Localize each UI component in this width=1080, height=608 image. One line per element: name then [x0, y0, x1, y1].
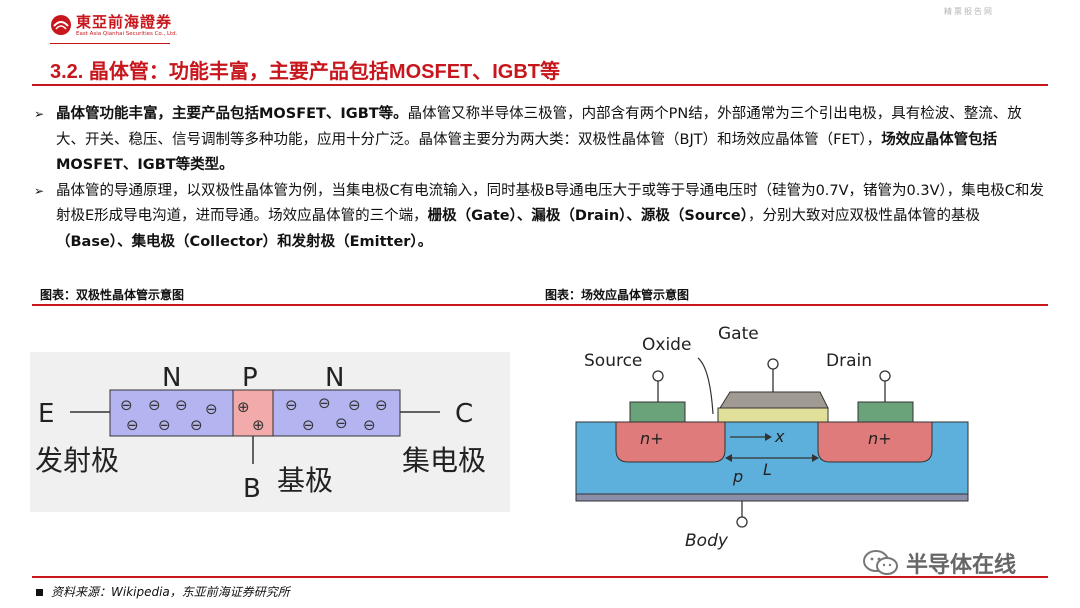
source-text: 资料来源：Wikipedia，东亚前海证券研究所	[51, 585, 290, 599]
electron-icon: ⊖	[363, 416, 376, 434]
bullet-2-base: （Base）	[56, 233, 118, 250]
bullet-item-2: ➢ 晶体管的导通原理，以双极性晶体管为例，当集电极C有电流输入，同时基极B导通电…	[34, 179, 1044, 256]
footer-divider	[32, 576, 1048, 578]
bullet-list: ➢ 晶体管功能丰富，主要产品包括MOSFET、IGBT等。晶体管又称半导体三极管…	[34, 102, 1044, 255]
bjt-label-n-left: N	[162, 363, 181, 393]
bjt-n-region-left	[109, 389, 234, 437]
bullet-2-source: 源极（Source）	[640, 208, 748, 224]
fet-drain-n-region	[817, 421, 933, 463]
bjt-label-n-right: N	[325, 363, 344, 393]
bullet-2-collector: 集电极（Collector）	[131, 233, 278, 250]
fet-l-arrowhead-right-icon	[812, 454, 819, 462]
electron-icon: ⊖	[302, 416, 315, 434]
bjt-label-c: C	[455, 399, 473, 429]
fet-body-contact-layer	[575, 493, 969, 502]
fet-label-body: Body	[685, 531, 729, 551]
bjt-label-emitter-cn: 发射极	[35, 444, 119, 477]
fet-l-arrowhead-left-icon	[725, 454, 732, 462]
bullet-2-sep3: 、	[117, 233, 132, 250]
square-bullet-icon	[36, 589, 43, 596]
electron-icon: ⊖	[190, 416, 203, 434]
wechat-icon	[863, 550, 898, 575]
caption-fet: 图表：场效应晶体管示意图	[545, 288, 690, 302]
bjt-label-b: B	[243, 474, 261, 504]
hole-icon: ⊕	[237, 398, 250, 416]
electron-icon: ⊖	[120, 396, 133, 414]
corner-watermark: 精票报告网	[944, 7, 994, 16]
bjt-n-region-right	[272, 389, 401, 437]
page-title: 3.2. 晶体管：功能丰富，主要产品包括MOSFET、IGBT等	[50, 61, 561, 83]
bjt-label-p: P	[242, 363, 258, 393]
bullet-2-sep2: 、	[626, 208, 641, 224]
electron-icon: ⊖	[205, 400, 218, 418]
fet-label-l: L	[763, 460, 772, 479]
fet-source-contact	[629, 401, 686, 423]
bullet-item-1: ➢ 晶体管功能丰富，主要产品包括MOSFET、IGBT等。晶体管又称半导体三极管…	[34, 102, 1044, 179]
electron-icon: ⊖	[148, 396, 161, 414]
fet-label-gate: Gate	[718, 324, 759, 344]
electron-icon: ⊖	[285, 396, 298, 414]
bullet-2-and: 和	[277, 233, 292, 250]
brand-name-cn: 東亞前海證券	[76, 13, 173, 31]
fet-label-x: x	[774, 427, 785, 446]
bullet-2-text2: ，分别大致对应双极性晶体管的基极	[747, 208, 980, 224]
bjt-label-base-cn: 基极	[277, 464, 333, 497]
fet-label-oxide: Oxide	[642, 335, 691, 355]
brand-logo: 東亞前海證券 East Asia Qianhai Securities Co.,…	[50, 14, 177, 38]
electron-icon: ⊖	[175, 396, 188, 414]
title-divider	[32, 84, 1048, 86]
fet-source-terminal-icon	[652, 370, 664, 382]
electron-icon: ⊖	[126, 416, 139, 434]
bjt-p-region	[232, 389, 274, 437]
fet-x-arrowhead-icon	[765, 433, 772, 441]
fet-source-n-region	[615, 421, 726, 463]
electron-icon: ⊖	[318, 394, 331, 412]
bullet-1-text: 晶体管又称半导体三极管，内部含有两个PN结，外部通常为三个引出电极，具有检波、整…	[56, 106, 1022, 148]
fet-oxide-pointer	[697, 357, 714, 415]
fet-gate-electrode	[719, 391, 829, 409]
watermark-text: 半导体在线	[906, 553, 1017, 578]
electron-icon: ⊖	[375, 396, 388, 414]
bjt-diagram: N P N ⊖ ⊖ ⊖ ⊖ ⊖ ⊖ ⊖ ⊕ ⊕ ⊖ ⊖ ⊖ ⊖ ⊖ ⊖ ⊖ E …	[30, 352, 510, 512]
fet-label-drain: Drain	[826, 351, 872, 371]
brand-name-en: East Asia Qianhai Securities Co., Ltd.	[76, 31, 178, 37]
fet-oxide-layer	[717, 407, 829, 423]
bullet-arrow-icon: ➢	[34, 183, 45, 198]
bullet-1-tail: 场效应晶体管包括MOSFET、IGBT等类型。	[56, 131, 998, 174]
caption-divider	[32, 304, 1048, 306]
fet-label-p: p	[732, 467, 743, 486]
logo-underline	[50, 43, 170, 44]
report-header: 東亞前海證券 East Asia Qianhai Securities Co.,…	[0, 0, 1080, 48]
wechat-watermark: 半导体在线	[862, 547, 1016, 579]
bullet-2-end: 。	[417, 233, 433, 250]
bjt-label-e: E	[38, 399, 54, 429]
source-note: 资料来源：Wikipedia，东亚前海证券研究所	[36, 583, 290, 600]
caption-bjt: 图表：双极性晶体管示意图	[40, 288, 185, 302]
fet-drain-terminal-icon	[879, 370, 891, 382]
hole-icon: ⊕	[252, 416, 265, 434]
fet-diagram: Gate Oxide Source Drain Body n+ n+ x L p	[575, 324, 969, 551]
fet-label-source: Source	[584, 351, 642, 371]
bullet-2-gate: 栅极（Gate）	[427, 208, 517, 224]
fet-gate-terminal-icon	[767, 358, 779, 370]
bullet-2-text1: 晶体管的导通原理，以双极性晶体管为例，当集电极C有电流输入，同时基极B导通电压大…	[56, 182, 1044, 225]
fet-label-nplus-source: n+	[640, 429, 664, 448]
electron-icon: ⊖	[348, 396, 361, 414]
bullet-2-sep1: 、	[516, 208, 532, 224]
bjt-label-collector-cn: 集电极	[402, 444, 486, 477]
bullet-2-drain: 漏极（Drain）	[531, 208, 627, 224]
electron-icon: ⊖	[335, 414, 348, 432]
fet-body-terminal-icon	[736, 516, 748, 528]
bullet-1-lead: 晶体管功能丰富，主要产品包括MOSFET、IGBT等。	[56, 106, 408, 122]
brand-logo-icon	[51, 15, 71, 35]
bullet-arrow-icon: ➢	[34, 107, 45, 121]
fet-drain-contact	[857, 401, 914, 423]
fet-label-nplus-drain: n+	[868, 429, 892, 448]
electron-icon: ⊖	[158, 416, 171, 434]
bullet-2-emitter: 发射极（Emitter）	[291, 233, 418, 250]
